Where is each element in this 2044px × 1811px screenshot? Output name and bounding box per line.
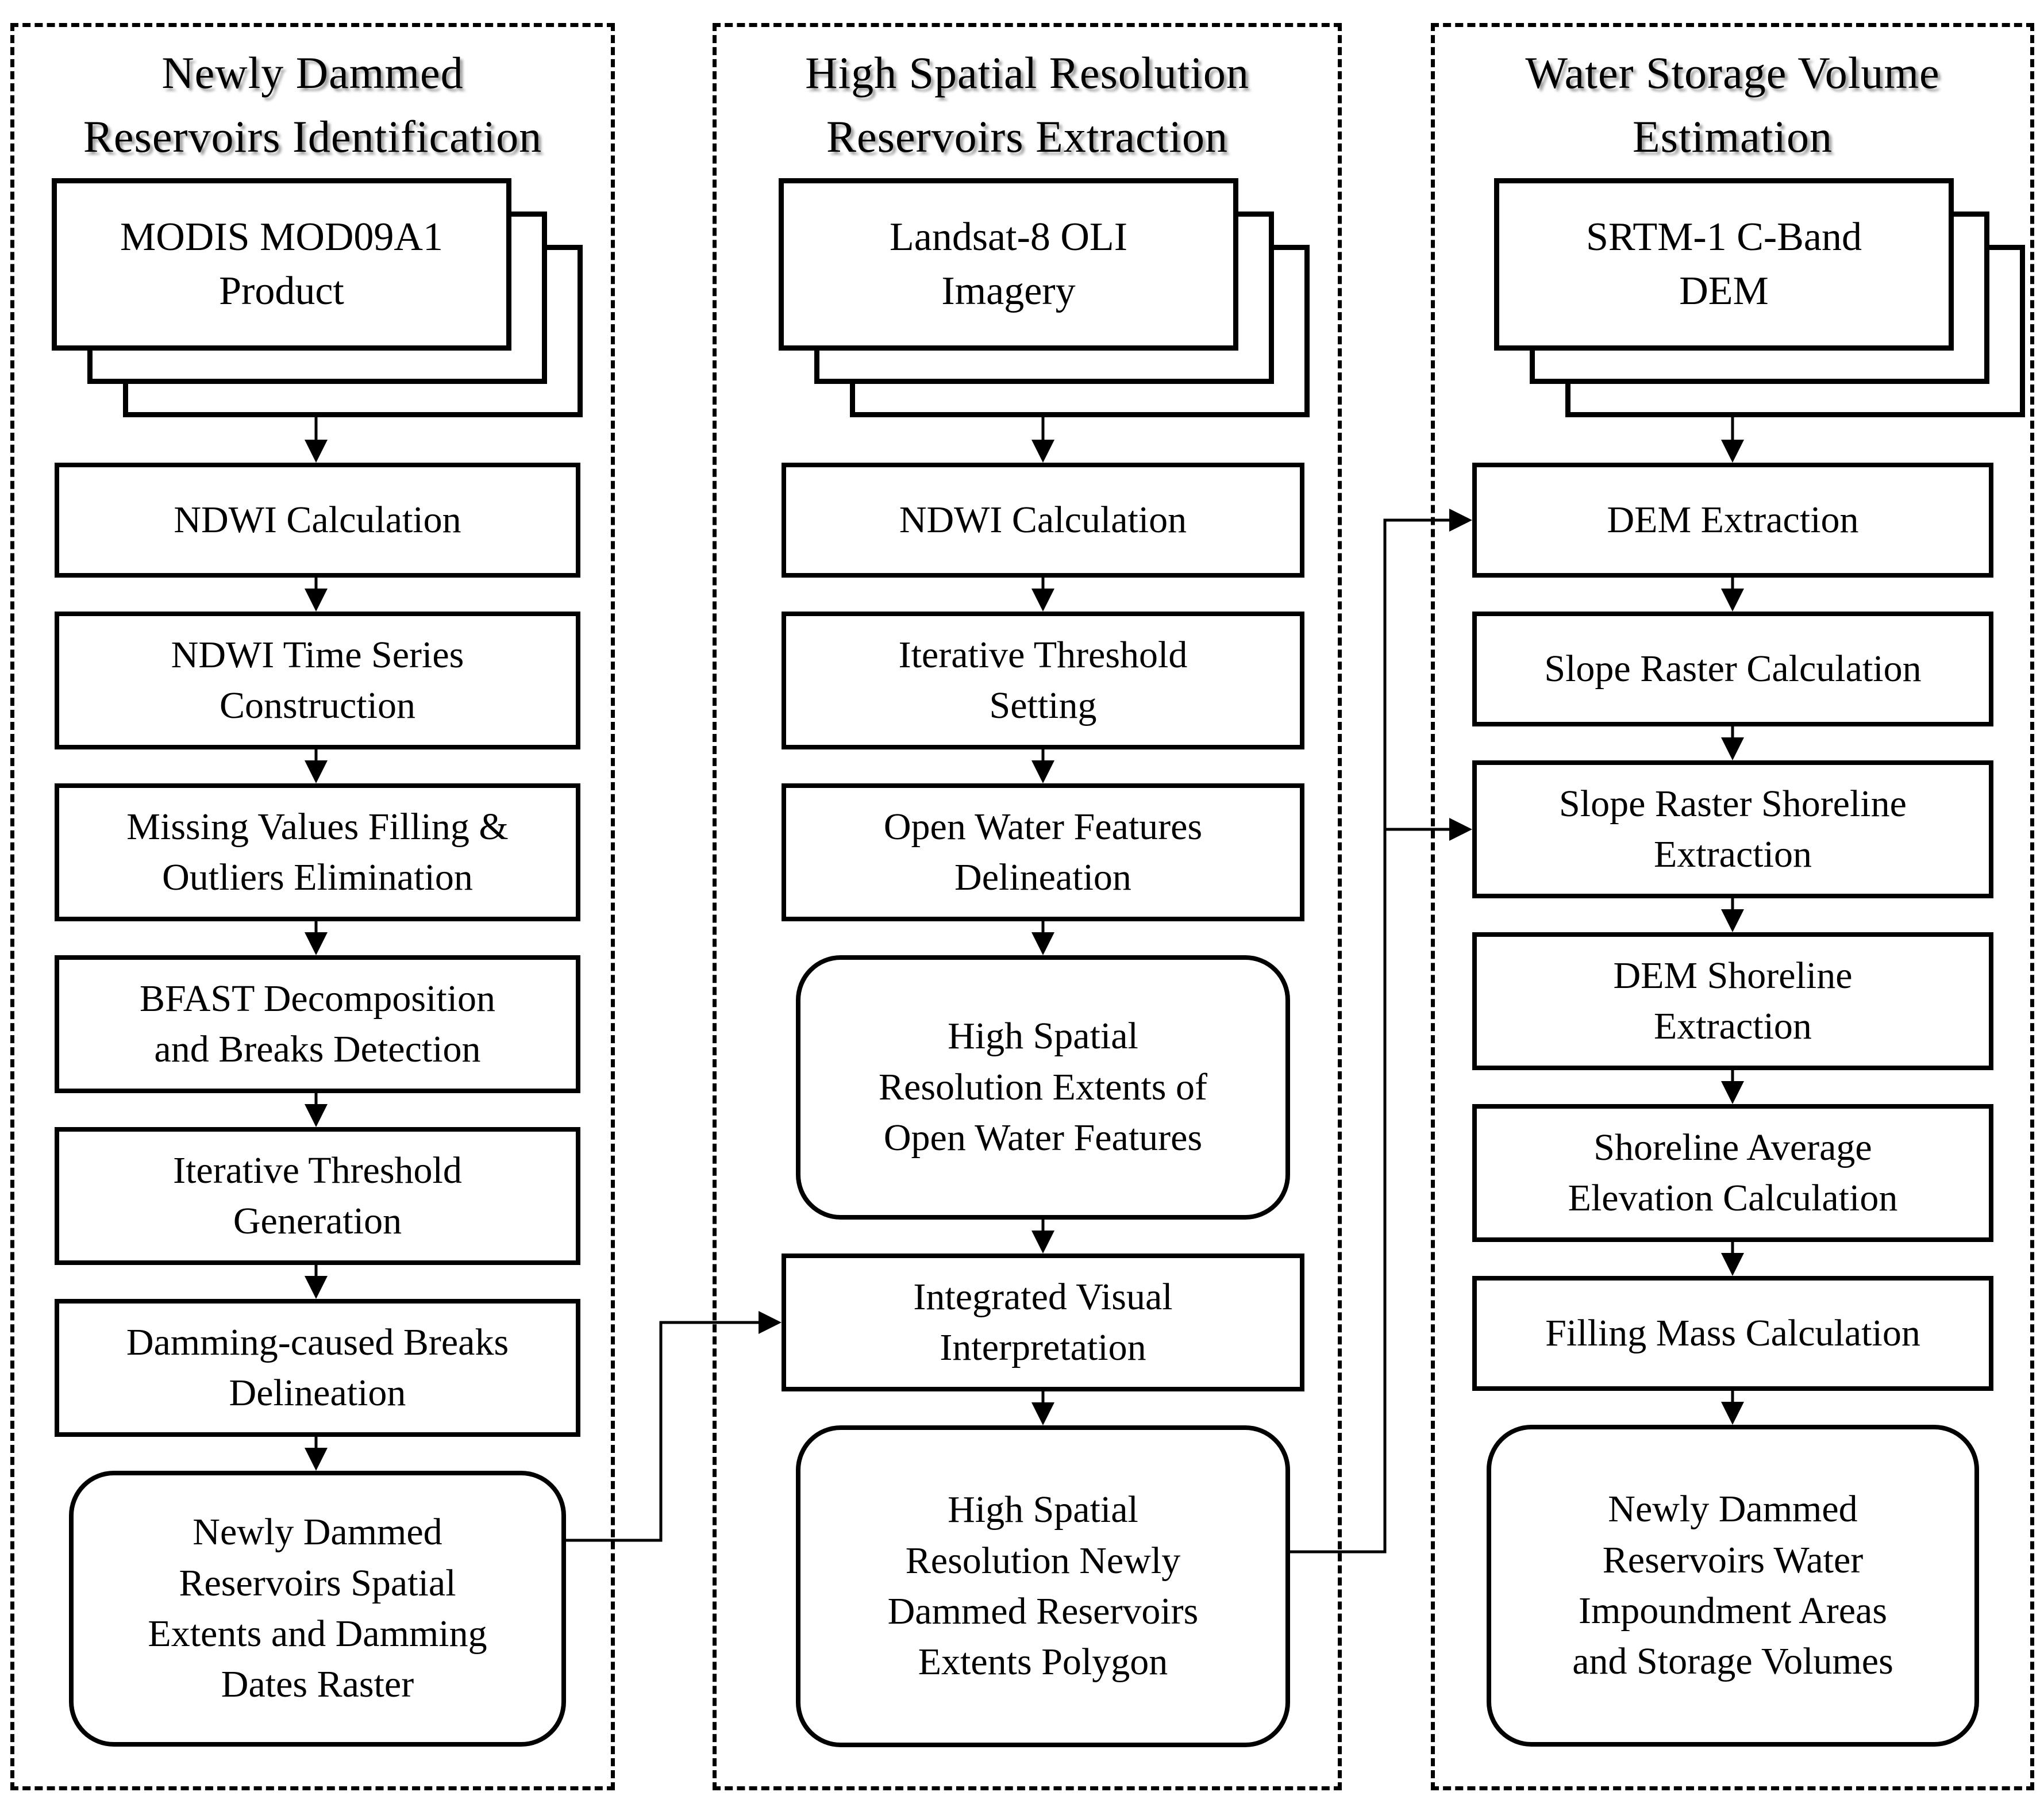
- step-dem-shoreline-extraction: DEM Shoreline Extraction: [1472, 932, 1993, 1070]
- step-filling-mass-calculation: Filling Mass Calculation: [1472, 1276, 1993, 1391]
- step-iterative-threshold-setting: Iterative Threshold Setting: [782, 612, 1304, 749]
- step-ndwi-calculation-landsat: NDWI Calculation: [782, 463, 1304, 578]
- step-missing-values-filling-outliers-elimination: Missing Values Filling & Outliers Elimin…: [55, 783, 580, 921]
- panel-title-water-storage-volume-estimation: Water Storage Volume Estimation: [1525, 48, 1940, 162]
- output-high-spatial-resolution-newly-dammed-reservoirs-extents-polygon: High Spatial Resolution Newly Dammed Res…: [796, 1425, 1290, 1747]
- step-shoreline-average-elevation-calculation: Shoreline Average Elevation Calculation: [1472, 1104, 1993, 1242]
- step-damming-caused-breaks-delineation: Damming-caused Breaks Delineation: [55, 1299, 580, 1437]
- step-open-water-features-delineation: Open Water Features Delineation: [782, 783, 1304, 921]
- intermediate-high-spatial-resolution-extents-open-water-features: High Spatial Resolution Extents of Open …: [796, 955, 1290, 1220]
- step-ndwi-time-series-construction: NDWI Time Series Construction: [55, 612, 580, 749]
- step-bfast-decomposition-breaks-detection: BFAST Decomposition and Breaks Detection: [55, 955, 580, 1093]
- output-newly-dammed-reservoirs-water-impoundment-areas-storage-volumes: Newly Dammed Reservoirs Water Impoundmen…: [1487, 1425, 1979, 1747]
- step-dem-extraction: DEM Extraction: [1472, 463, 1993, 578]
- source-box-landsat-8-oli-imagery: Landsat-8 OLI Imagery: [779, 178, 1238, 351]
- panel-title-high-spatial-resolution-reservoirs-extraction: High Spatial Resolution Reservoirs Extra…: [805, 48, 1249, 162]
- source-box-modis-mod09a1-product: MODIS MOD09A1 Product: [52, 178, 511, 351]
- step-slope-raster-shoreline-extraction: Slope Raster Shoreline Extraction: [1472, 760, 1993, 898]
- step-iterative-threshold-generation: Iterative Threshold Generation: [55, 1127, 580, 1265]
- panel-title-newly-dammed-reservoirs-identification: Newly Dammed Reservoirs Identification: [83, 48, 542, 162]
- panel-newly-dammed-reservoirs-identification: [10, 23, 615, 1790]
- source-box-srtm-1-c-band-dem: SRTM-1 C-Band DEM: [1494, 178, 1954, 351]
- output-newly-dammed-reservoirs-spatial-extents-damming-dates-raster: Newly Dammed Reservoirs Spatial Extents …: [69, 1471, 566, 1747]
- step-slope-raster-calculation: Slope Raster Calculation: [1472, 612, 1993, 726]
- step-integrated-visual-interpretation: Integrated Visual Interpretation: [782, 1254, 1304, 1391]
- step-ndwi-calculation-modis: NDWI Calculation: [55, 463, 580, 578]
